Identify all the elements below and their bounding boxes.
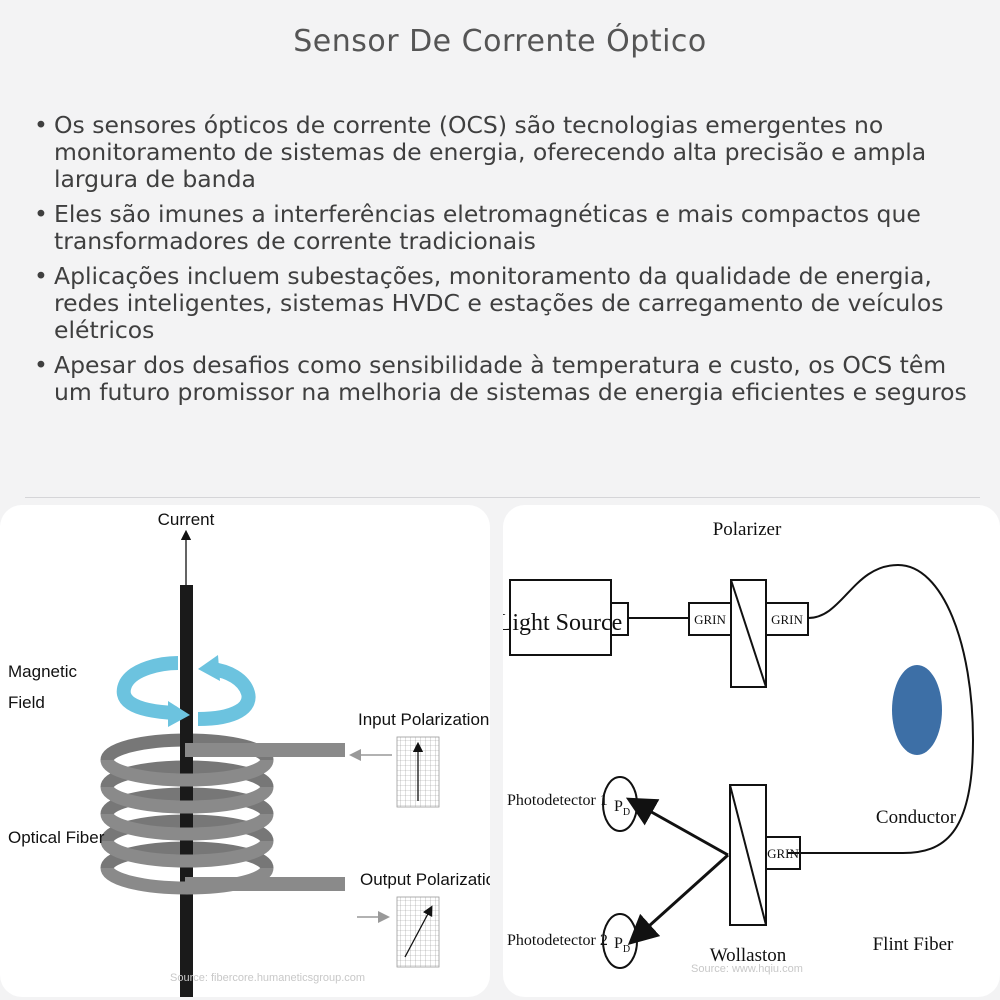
polarizer-diagonal — [730, 579, 767, 688]
polarizer-label: Polarizer — [713, 519, 782, 540]
wollaston-box — [729, 784, 767, 926]
right-source-credit: Source: www.hqiu.com — [691, 963, 803, 975]
photodetector-1-label: Photodetector 1 — [507, 792, 608, 809]
grin-label-3: GRIN — [767, 846, 799, 861]
grin-label-1: GRIN — [694, 612, 726, 627]
polarimetric-sensor-diagram: Light Source Polarizer GRIN GRIN GRIN Co… — [503, 519, 975, 975]
fiber-output-lead — [185, 877, 345, 891]
flint-fiber-label: Flint Fiber — [873, 934, 954, 955]
photodetector-2-label: Photodetector 2 — [507, 932, 608, 949]
bullet-marker: • — [34, 200, 48, 228]
optical-fiber-label: Optical Fiber — [8, 828, 105, 847]
conductor-label: Conductor — [876, 807, 957, 828]
left-source-credit: Source: fibercore.humaneticsgroup.com — [170, 972, 365, 984]
beam-to-pd1 — [625, 797, 729, 857]
magnetic-field-label-2: Field — [8, 693, 45, 712]
fiber-coil-diagram: Current Magnetic Fi — [8, 510, 490, 997]
bullet-marker: • — [34, 262, 48, 290]
input-polarization-label: Input Polarization — [358, 710, 489, 729]
light-source-label: Light Source — [503, 610, 622, 636]
fiber-input-lead — [185, 743, 345, 757]
wollaston-diagonal — [729, 784, 767, 926]
left-diagram-panel: Current Magnetic Fi — [0, 505, 490, 997]
bullet-item: •Aplicações incluem subestações, monitor… — [30, 263, 980, 344]
bullet-text: Aplicações incluem subestações, monitora… — [54, 262, 944, 344]
bullet-marker: • — [34, 351, 48, 379]
bullet-item: •Eles são imunes a interferências eletro… — [30, 201, 980, 255]
grin-label-2: GRIN — [771, 612, 803, 627]
bullet-text: Apesar dos desafios como sensibilidade à… — [54, 351, 967, 406]
output-polarization-vector — [404, 905, 433, 958]
current-label: Current — [158, 510, 215, 529]
bullet-text: Os sensores ópticos de corrente (OCS) sã… — [54, 111, 927, 193]
bullet-text: Eles são imunes a interferências eletrom… — [54, 200, 921, 255]
magnetic-field-label-1: Magnetic — [8, 662, 77, 681]
divider — [25, 497, 980, 498]
output-polarization-label: Output Polarization — [360, 870, 490, 889]
beam-to-pd2 — [627, 853, 730, 946]
bullet-item: •Apesar dos desafios como sensibilidade … — [30, 352, 980, 406]
pd1-label: PD — [614, 798, 630, 818]
conductor-ellipse — [892, 665, 942, 755]
page-title: Sensor De Corrente Óptico — [293, 24, 707, 59]
coil-front — [100, 758, 274, 895]
bullet-marker: • — [34, 111, 48, 139]
bullet-list: •Os sensores ópticos de corrente (OCS) s… — [30, 112, 980, 414]
bullet-item: •Os sensores ópticos de corrente (OCS) s… — [30, 112, 980, 193]
magnetic-field-arrows — [116, 655, 256, 727]
pd2-label: PD — [614, 935, 630, 955]
wollaston-label: Wollaston — [710, 945, 787, 966]
flint-fiber-loop — [788, 563, 975, 854]
right-diagram-panel: Light Source Polarizer GRIN GRIN GRIN Co… — [503, 505, 1000, 997]
conductor-rod — [180, 585, 193, 997]
